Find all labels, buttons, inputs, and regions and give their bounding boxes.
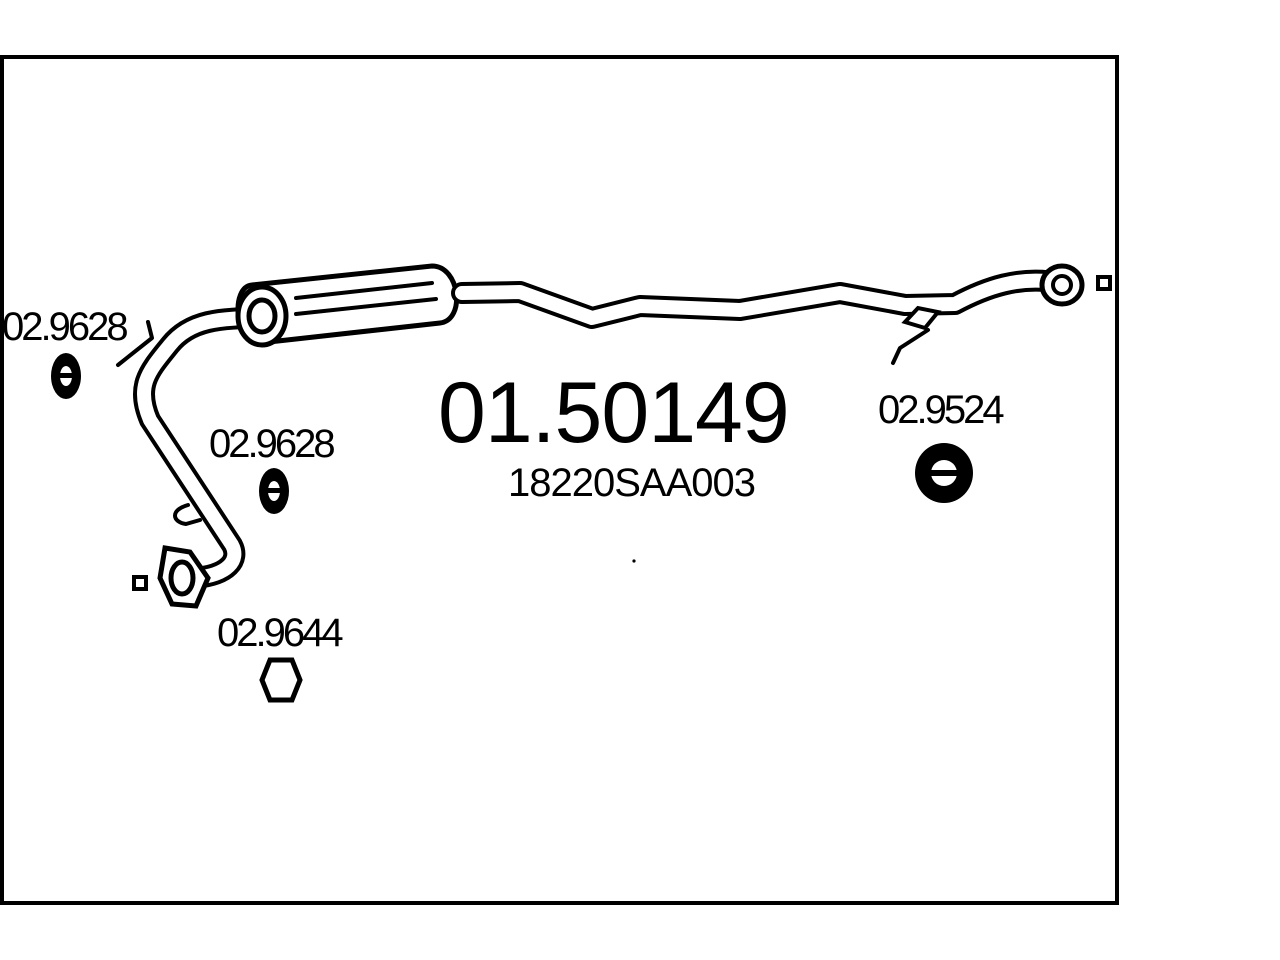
rubber-mount-icon xyxy=(51,353,81,399)
oem-number: 18220SAA003 xyxy=(508,461,755,505)
rear-pipe xyxy=(451,263,1085,365)
rear-connection-marker xyxy=(1096,275,1112,291)
rubber-mount-icon xyxy=(915,443,973,503)
main-part-number: 01.50149 xyxy=(438,365,789,461)
part-label: 02.9628 xyxy=(209,422,334,466)
front-pipe xyxy=(116,307,273,589)
rubber-mount-icon xyxy=(259,468,289,514)
middle-silencer xyxy=(235,263,460,348)
gasket-icon xyxy=(259,657,303,703)
dot xyxy=(632,559,636,563)
front-connection-marker xyxy=(132,575,148,591)
front-flange xyxy=(157,545,211,609)
part-label: 02.9628 xyxy=(2,305,127,349)
diagram-frame xyxy=(0,55,1119,905)
part-label: 02.9644 xyxy=(217,611,343,655)
part-label: 02.9524 xyxy=(878,388,1004,432)
